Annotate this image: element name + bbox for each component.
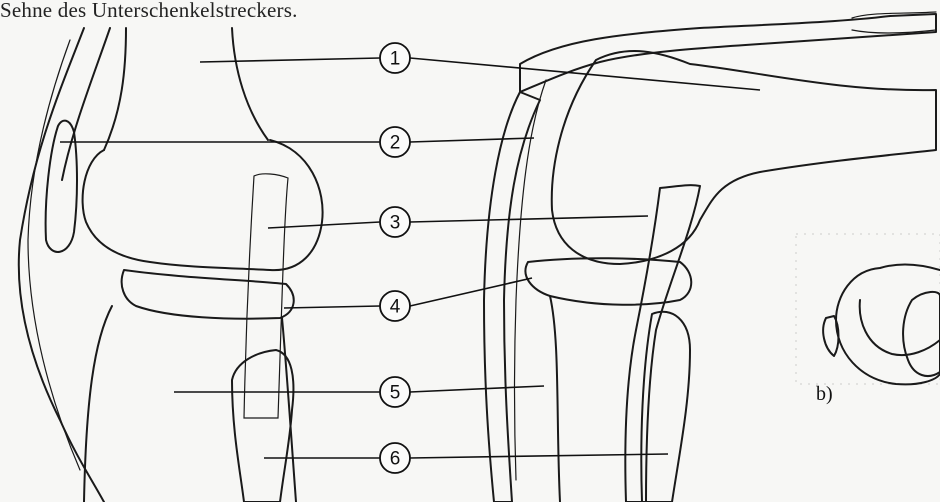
- callout-1-label: 1: [390, 49, 401, 70]
- callout-1: 1: [380, 43, 410, 73]
- callout-3: 3: [380, 207, 410, 237]
- long-tendon-inner: [515, 80, 547, 480]
- callout-6: 6: [380, 443, 410, 473]
- leader-2-right: [410, 138, 534, 142]
- inset-ring: [836, 264, 940, 384]
- inset-b-drawing: b): [796, 234, 940, 405]
- inset-label: b): [816, 383, 833, 405]
- callout-5: 5: [380, 377, 410, 407]
- callout-5-label: 5: [390, 383, 401, 404]
- leader-5-right: [410, 386, 544, 392]
- callout-2-label: 2: [390, 133, 401, 154]
- meniscus: [122, 270, 294, 319]
- femur-side: [552, 51, 936, 264]
- quadriceps-tendon-inner: [62, 28, 110, 180]
- femur-shaft-right: [232, 28, 268, 140]
- long-tendon-strip: [484, 92, 540, 502]
- inset-cap: [823, 316, 838, 356]
- quadriceps-tendon: [19, 28, 104, 502]
- left-knee-front-view: [19, 28, 323, 502]
- fibula-head: [232, 350, 293, 502]
- patellar-ligament: [244, 174, 288, 418]
- callout-3-label: 3: [390, 213, 401, 234]
- callout-2: 2: [380, 127, 410, 157]
- inset-fibers: [903, 292, 940, 376]
- leader-4-left: [284, 306, 380, 308]
- leader-3-right: [410, 216, 648, 222]
- leader-4-right: [410, 278, 532, 306]
- femur-shaft-left: [104, 28, 126, 150]
- callout-6-label: 6: [390, 449, 401, 470]
- callout-4-label: 4: [390, 297, 401, 318]
- number-callouts: 1 2 3 4 5 6: [380, 43, 410, 473]
- leader-1-left: [200, 58, 380, 62]
- leader-1-right: [410, 58, 760, 90]
- leader-6-right: [410, 454, 668, 458]
- tibia-side-left: [550, 296, 560, 502]
- callout-4: 4: [380, 291, 410, 321]
